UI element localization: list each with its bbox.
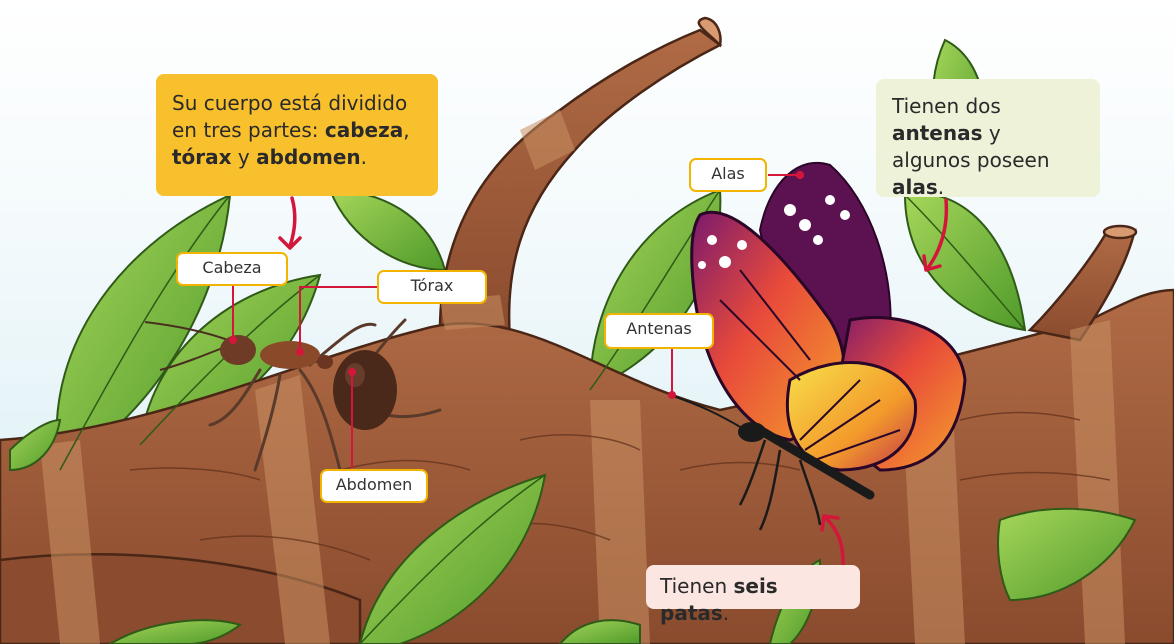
antennae-callout: Tienen dos antenas y algunos poseen alas… [876,79,1100,197]
legs-text: Tienen [660,574,733,598]
label-torax: Tórax [377,270,487,304]
legs-end: . [723,601,729,625]
legs-callout: Tienen seis patas. [646,565,860,609]
torax-bold: tórax [172,145,232,169]
abdomen-bold: abdomen [256,145,361,169]
label-alas: Alas [689,158,767,192]
antennae-end: . [938,175,944,199]
label-abdomen: Abdomen [320,469,428,503]
body-parts-separator: , [403,118,409,142]
alas-bold: alas [892,175,938,199]
antennae-text: Tienen dos [892,94,1001,118]
body-parts-and: y [232,145,257,169]
antenas-bold: antenas [892,121,983,145]
cabeza-bold: cabeza [325,118,403,142]
label-cabeza: Cabeza [176,252,288,286]
label-antenas: Antenas [604,313,714,349]
body-parts-end: . [361,145,367,169]
body-parts-callout: Su cuerpo está dividido en tres partes: … [156,74,438,196]
